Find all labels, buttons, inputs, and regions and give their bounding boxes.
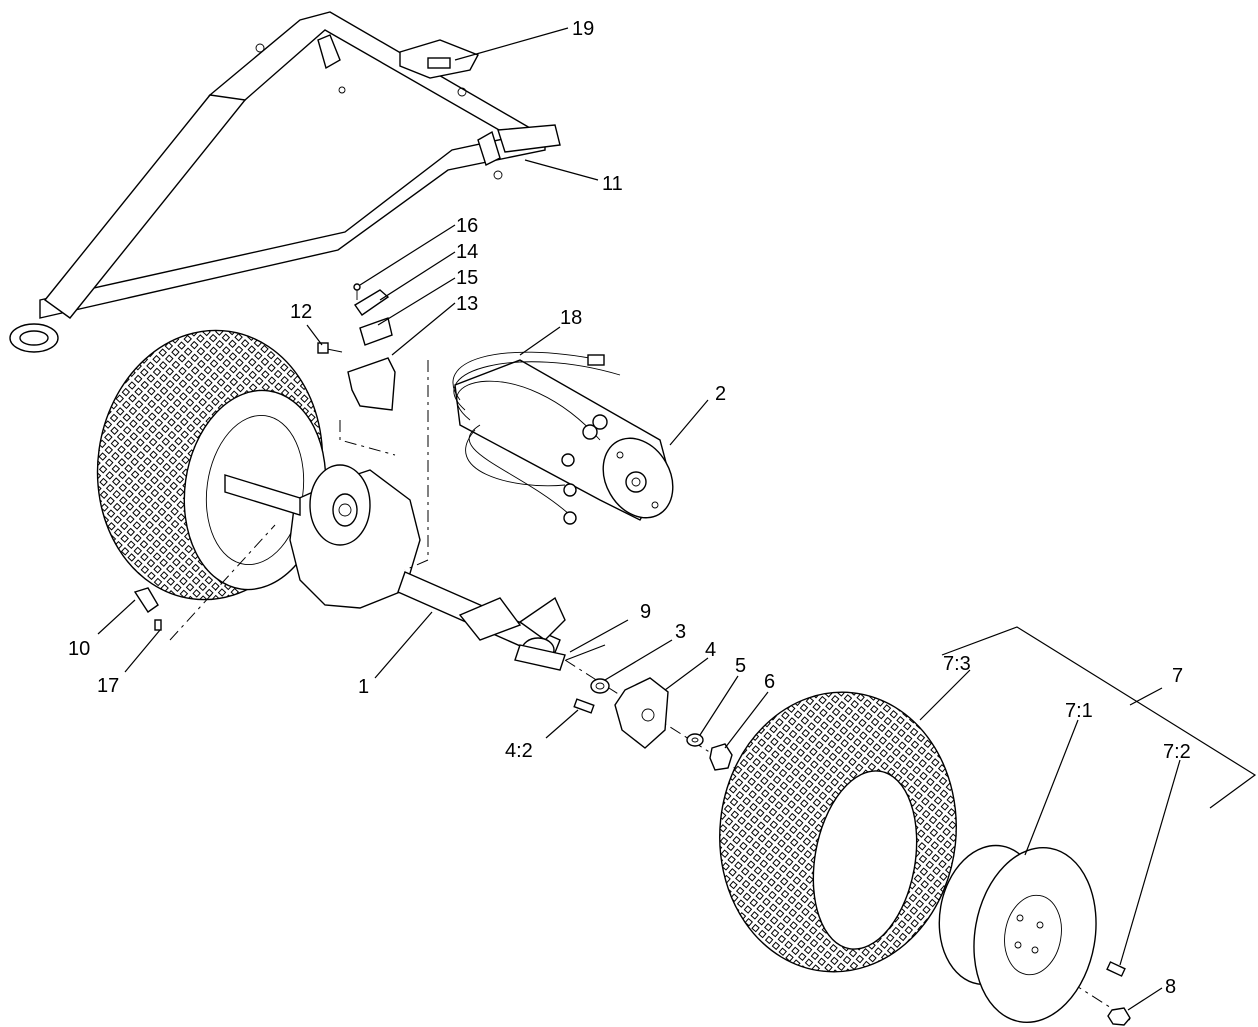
- callout-16: 16: [456, 215, 478, 237]
- motor: [452, 351, 674, 525]
- fitting-parts: [133, 587, 162, 631]
- bracket-part-19: [399, 39, 479, 79]
- callout-5: 5: [735, 655, 746, 677]
- callout-17: 17: [97, 675, 119, 697]
- callout-7: 7: [1172, 665, 1183, 687]
- callout-18: 18: [560, 307, 582, 329]
- callout-2: 2: [715, 383, 726, 405]
- callout-6: 6: [764, 671, 775, 693]
- callout-12: 12: [290, 301, 312, 323]
- callout-7-1: 7:1: [1065, 700, 1093, 722]
- callout-4-2: 4:2: [505, 740, 533, 762]
- callout-13: 13: [456, 293, 478, 315]
- callout-1: 1: [358, 676, 369, 698]
- callout-7-3: 7:3: [943, 653, 971, 675]
- callout-9: 9: [640, 601, 651, 623]
- axle-hardware: [565, 644, 733, 771]
- callout-4: 4: [705, 639, 716, 661]
- bracket-stack: [317, 283, 396, 411]
- callout-10: 10: [68, 638, 90, 660]
- callout-19: 19: [572, 18, 594, 40]
- callout-3: 3: [675, 621, 686, 643]
- callout-14: 14: [456, 241, 478, 263]
- callout-8: 8: [1165, 976, 1176, 998]
- group-bracket-7: [941, 626, 1257, 809]
- leader-lines: [97, 27, 1181, 1011]
- callout-11: 11: [602, 173, 623, 195]
- transaxle-housing: [224, 464, 566, 671]
- tow-frame: [9, 11, 561, 353]
- wheel-bolts: [1106, 961, 1131, 1026]
- tire-7-3: [719, 691, 957, 973]
- rim-7-1: [938, 844, 1097, 1023]
- callout-7-2: 7:2: [1163, 741, 1191, 763]
- callout-labels: 19 11 16 14 15 12 13 18 2 9 3 4 5 6 10 1…: [68, 18, 1191, 998]
- callout-15: 15: [456, 267, 478, 289]
